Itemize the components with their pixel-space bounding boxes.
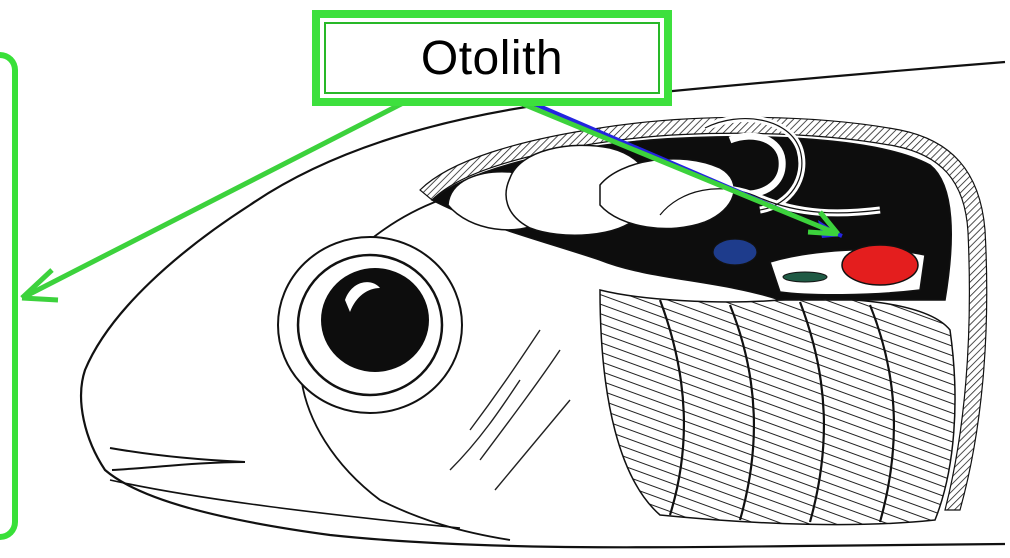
otolith-label-box: Otolith [312, 10, 672, 106]
gill-arches [600, 290, 955, 525]
otolith-red [842, 245, 918, 285]
cheek-strokes [450, 330, 570, 490]
left-bracket [0, 52, 18, 540]
eye-pupil [321, 268, 429, 372]
otolith-green [783, 272, 827, 282]
otolith-label: Otolith [421, 31, 563, 86]
mouth-line [110, 448, 245, 470]
brain-lobe-rear [600, 159, 734, 229]
otolith-blue [713, 239, 757, 265]
jaw-line [110, 480, 460, 528]
